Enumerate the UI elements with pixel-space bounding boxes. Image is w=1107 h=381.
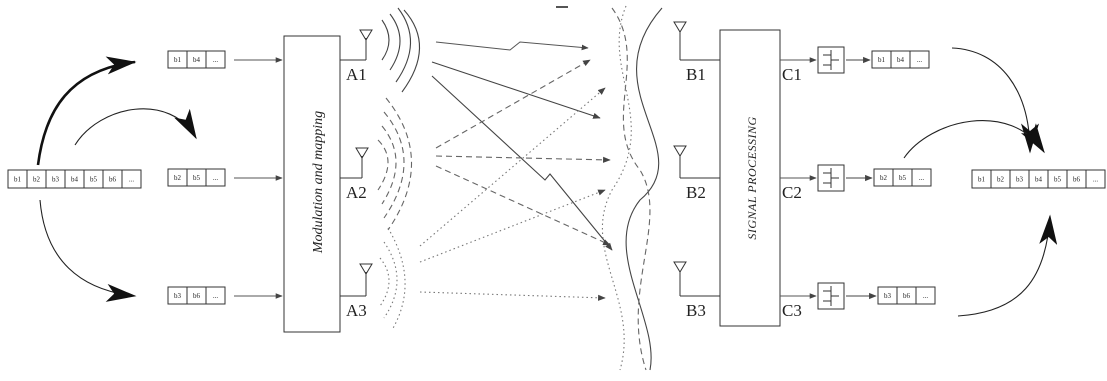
modulation-label: Modulation and mapping	[311, 111, 326, 254]
stream-cell	[915, 286, 936, 305]
channel-boundaries	[601, 5, 663, 371]
tx-antenna-a1	[340, 29, 373, 61]
split-arrows	[36, 56, 197, 302]
demapper-block-3	[817, 282, 845, 310]
rx-label-b3: B3	[686, 301, 706, 320]
stream-cell-label: ...	[213, 56, 219, 64]
stream-cell-label: b3	[1016, 176, 1024, 184]
stream-cell-label: b1	[14, 176, 22, 184]
stream-cell-label: ...	[1093, 176, 1099, 184]
sub-stream-3: b3 b6...	[167, 286, 226, 305]
tx-label-a1: A1	[346, 65, 367, 84]
stream-cell-label: b5	[899, 174, 907, 182]
stream-cell-label: b3	[52, 176, 60, 184]
stream-cell-label: b6	[1073, 176, 1081, 184]
stream-cell-label: b3	[884, 292, 892, 300]
stream-cell-label: b3	[174, 292, 182, 300]
stream-cell	[205, 168, 226, 187]
tx-label-a3: A3	[346, 301, 367, 320]
rx-antenna-b3	[673, 261, 720, 297]
stream-cell-label: b6	[109, 176, 117, 184]
tx-label-a2: A2	[346, 183, 367, 202]
sub-stream-2: b2 b5...	[167, 168, 226, 187]
stream-cell-label: b1	[878, 56, 886, 64]
stream-cell-label: ...	[129, 176, 135, 184]
stream-cell-label: ...	[919, 174, 925, 182]
stream-cell	[911, 168, 932, 187]
stream-cell-label: b4	[897, 56, 905, 64]
rx-antenna-b1	[673, 21, 720, 61]
stream-cell-label: b5	[1054, 176, 1062, 184]
rx-label-b1: B1	[686, 65, 706, 84]
demapper-block-2	[817, 164, 845, 192]
stream-cell-label: b6	[193, 292, 201, 300]
signal-processing-label: SIGNAL PROCESSING	[745, 116, 759, 239]
stream-cell-label: b1	[978, 176, 986, 184]
stream-cell-label: b2	[997, 176, 1005, 184]
stream-cell	[205, 286, 226, 305]
stream-cell-label: b4	[71, 176, 79, 184]
demapper-block-1	[817, 46, 845, 74]
stream-cell-label: ...	[213, 174, 219, 182]
source-stream: b1 b2 b3 b4 b5 b6...	[7, 169, 142, 189]
split-arrow-top	[36, 56, 137, 166]
propagation-paths	[419, 41, 613, 301]
stream-cell	[909, 50, 930, 69]
stream-cell-label: b2	[880, 174, 888, 182]
stream-cell-label: b4	[1035, 176, 1043, 184]
stream-cell-label: b6	[903, 292, 911, 300]
tx-antenna-a3	[340, 263, 373, 297]
output-stream: b1 b2 b3 b4 b5 b6...	[971, 169, 1106, 189]
stream-cell-label: b5	[90, 176, 98, 184]
stream-cell-label: ...	[917, 56, 923, 64]
stream-cell	[1085, 169, 1106, 189]
tx-antenna-a2	[340, 147, 369, 179]
radiation-waves-a1	[381, 7, 421, 93]
output-label-c2: C2	[782, 183, 802, 202]
rx-label-b2: B2	[686, 183, 706, 202]
split-arrow-middle	[74, 108, 197, 146]
stream-cell-label: b5	[193, 174, 201, 182]
output-label-c3: C3	[782, 301, 802, 320]
stream-cell	[121, 169, 142, 189]
modulation-box	[283, 35, 341, 333]
stream-cell-label: b2	[33, 176, 41, 184]
output-label-c1: C1	[782, 65, 802, 84]
radiation-waves-a3	[379, 227, 406, 331]
decoded-stream-3: b3 b6...	[877, 286, 936, 305]
split-arrow-bottom	[39, 199, 137, 302]
rx-antenna-b2	[673, 145, 720, 179]
stream-cell-label: ...	[213, 292, 219, 300]
stream-cell-label: b1	[174, 56, 182, 64]
sub-stream-1: b1 b4...	[167, 50, 226, 69]
stream-cell-label: b2	[174, 174, 182, 182]
stream-cell-label: b4	[193, 56, 201, 64]
stream-cell	[205, 50, 226, 69]
merge-arrows	[903, 47, 1058, 317]
decoded-stream-2: b2 b5...	[873, 168, 932, 187]
top-marker	[556, 6, 568, 8]
radiation-waves-a2	[377, 97, 412, 231]
stream-cell-label: ...	[923, 292, 929, 300]
decoded-stream-1: b1 b4...	[871, 50, 930, 69]
